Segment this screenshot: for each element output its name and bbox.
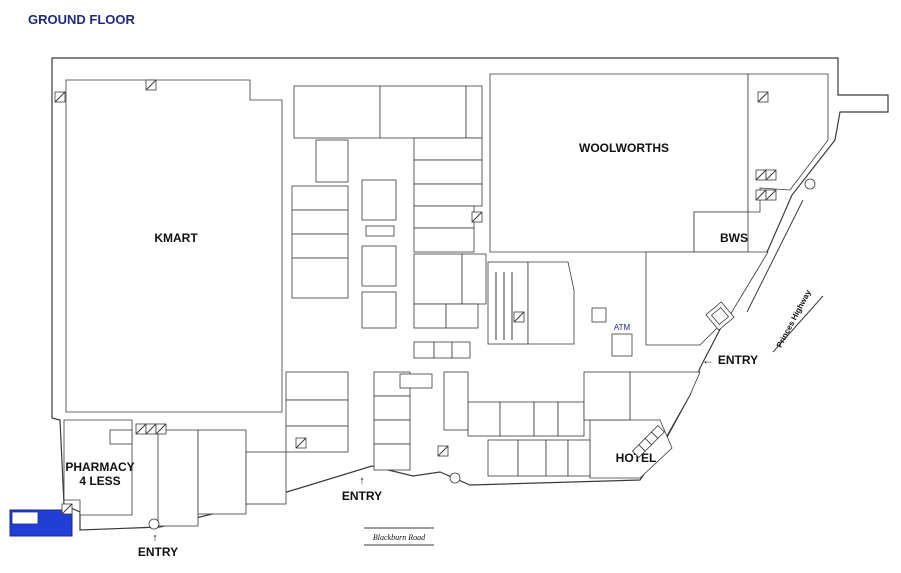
shop[interactable] (413, 205, 475, 229)
shop[interactable] (445, 303, 479, 329)
entry-label-bottom-left[interactable]: ENTRY (138, 545, 178, 559)
shop[interactable] (413, 227, 475, 253)
shop[interactable] (413, 253, 463, 305)
entry-arrow-right: ← (702, 353, 714, 367)
shop[interactable] (285, 371, 349, 401)
kiosk[interactable] (591, 307, 607, 323)
shop[interactable] (517, 439, 547, 477)
entry-arrow-bottom-center: ↑ (359, 475, 365, 487)
atm-label: ATM (614, 323, 631, 332)
shop[interactable] (379, 85, 467, 139)
highlighted-area-inner (11, 511, 39, 525)
shop[interactable] (533, 401, 559, 437)
shop[interactable] (373, 395, 411, 421)
kiosk[interactable] (365, 225, 395, 237)
shop[interactable] (557, 401, 585, 437)
shop[interactable] (527, 261, 575, 345)
shop[interactable] (197, 429, 247, 515)
shop[interactable] (373, 419, 411, 445)
store-label-pharmacy-line1: PHARMACY (65, 460, 134, 474)
kiosk[interactable] (361, 245, 397, 287)
shop[interactable] (245, 451, 287, 505)
shop[interactable] (399, 373, 433, 389)
shop[interactable] (285, 399, 349, 427)
tenancy-right-mid[interactable] (645, 251, 769, 346)
kiosk[interactable] (413, 341, 435, 359)
store-label-woolworths: WOOLWORTHS (579, 141, 669, 155)
shop[interactable] (291, 209, 349, 235)
shop[interactable] (567, 439, 591, 477)
shop[interactable] (461, 253, 487, 305)
shop[interactable] (499, 401, 535, 437)
shop[interactable] (413, 159, 483, 185)
shop[interactable] (443, 371, 469, 431)
kiosk[interactable] (433, 341, 453, 359)
shop[interactable] (583, 371, 631, 421)
page-title: GROUND FLOOR (28, 12, 135, 27)
store-label-kmart: KMART (154, 231, 198, 245)
road-label-princes-highway: Princes Highway (775, 288, 813, 349)
road-label-blackburn: Blackburn Road (373, 533, 426, 542)
shop[interactable] (545, 439, 569, 477)
shop[interactable] (285, 425, 349, 453)
shop[interactable] (291, 233, 349, 259)
shop[interactable] (157, 429, 199, 527)
entry-arrow-bottom-left: ↑ (152, 532, 158, 544)
entry-label-right[interactable]: ENTRY (718, 353, 758, 367)
kiosk[interactable] (361, 291, 397, 329)
shop[interactable] (413, 303, 447, 329)
stairs-icon (705, 301, 735, 331)
lift-bank-hotel (631, 425, 665, 459)
kiosk[interactable] (361, 179, 397, 221)
shop[interactable] (467, 401, 501, 437)
store-label-bws: BWS (720, 231, 748, 245)
store-label-pharmacy-line2: 4 LESS (79, 474, 120, 488)
kiosk[interactable] (451, 341, 471, 359)
escalator-icon (804, 178, 816, 190)
escalator-icon (449, 472, 461, 484)
shop[interactable] (373, 443, 411, 471)
escalator-block (487, 261, 529, 345)
shop[interactable] (413, 137, 483, 161)
shop[interactable] (413, 183, 483, 207)
atm-machine[interactable] (611, 333, 633, 357)
store-label-hotel: HOTEL (616, 451, 657, 465)
entry-label-bottom-center[interactable]: ENTRY (342, 489, 382, 503)
shop[interactable] (109, 429, 133, 445)
store-kmart[interactable] (65, 79, 283, 413)
escalator-icon (148, 518, 160, 530)
shop[interactable] (487, 439, 519, 477)
shop[interactable] (293, 85, 381, 139)
shop[interactable] (465, 85, 483, 139)
shop[interactable] (291, 257, 349, 299)
shop[interactable] (291, 185, 349, 211)
shop[interactable] (315, 139, 349, 183)
